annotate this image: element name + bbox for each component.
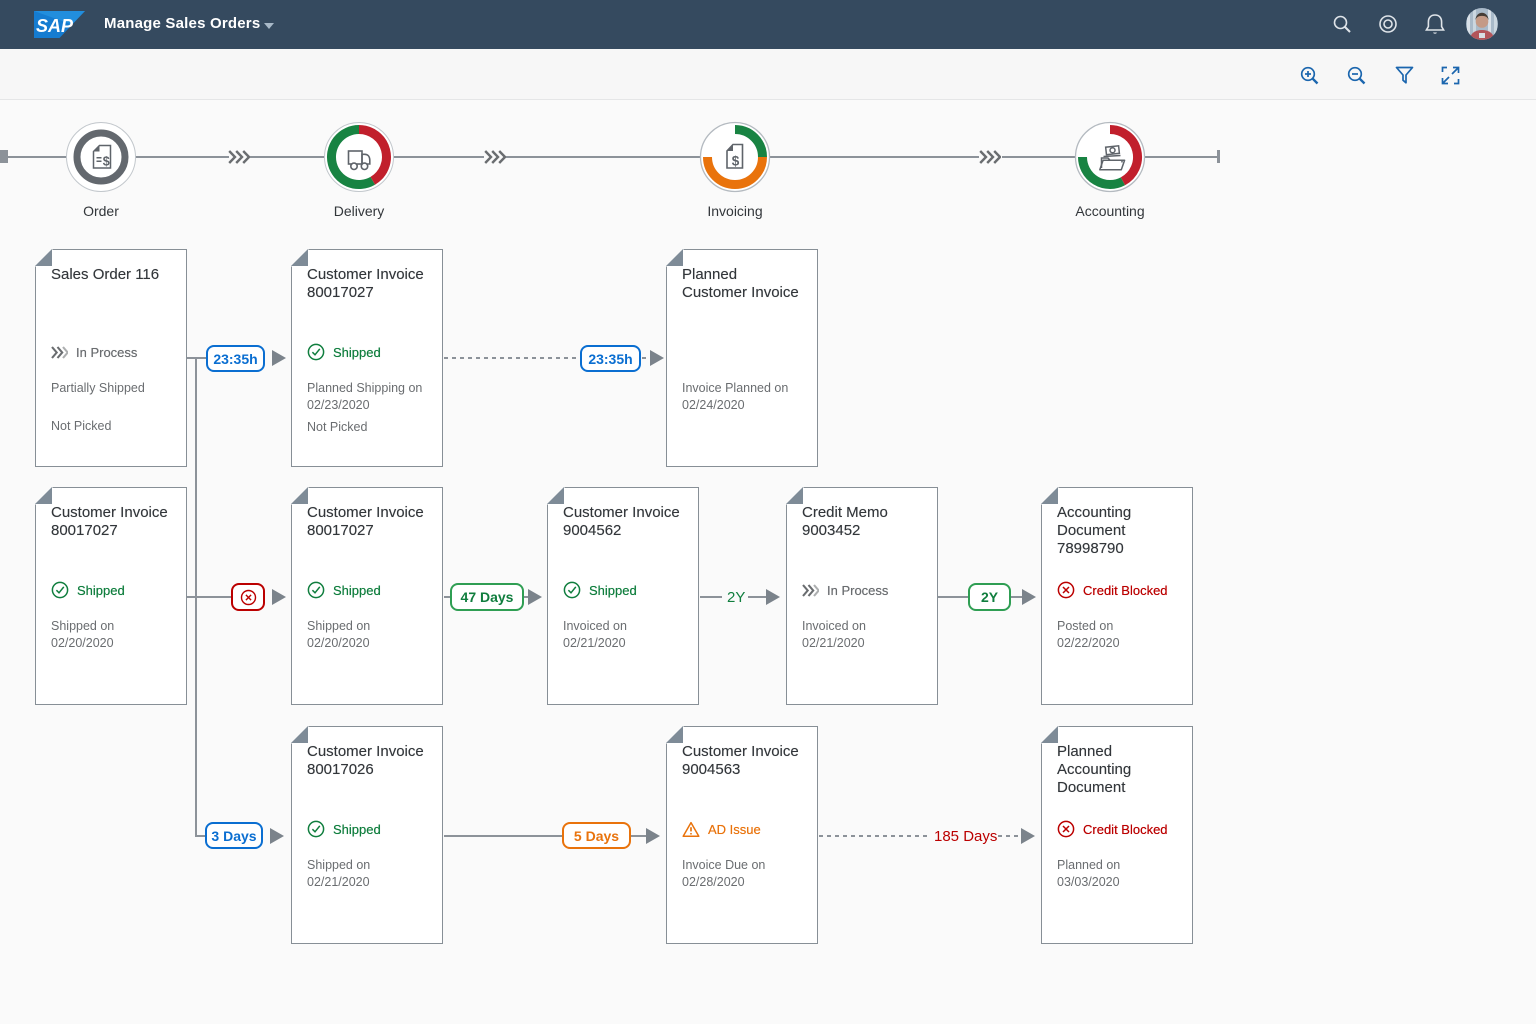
svg-text:SAP: SAP	[36, 16, 74, 36]
svg-text:$: $	[732, 154, 740, 169]
svg-text:$: $	[103, 155, 110, 169]
